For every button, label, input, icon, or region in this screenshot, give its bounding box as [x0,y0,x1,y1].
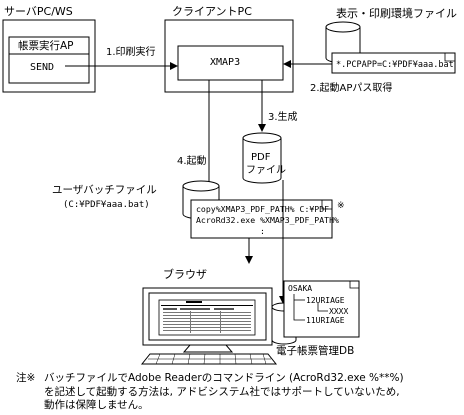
batch-content-box [190,199,333,239]
db-child-1: 12URIAGE [306,296,345,305]
config-title: 表示・印刷環境ファイル [336,6,457,20]
xmap3-label: XMAP3 [210,57,240,68]
send-label: SEND [30,62,54,73]
step4-label: 4.起動 [177,154,207,167]
batch-path: (C:¥PDF¥aaa.bat) [63,200,150,210]
batch-line-2: AcroRd32.exe %XMAP3_PDF_PATH% [196,215,339,225]
batch-note-mark: ※ [337,201,345,211]
db-title: 電子帳票管理DB [276,344,354,357]
computer-keyboard [140,353,278,365]
report-ap-label: 帳票実行AP [18,39,74,52]
config-entry-box [331,52,456,74]
pdf-file-label: ファイル [246,165,286,176]
computer-monitor [142,287,273,353]
client-box [164,19,294,93]
db-tree-box [283,280,360,338]
client-title: クライアントPC [172,5,252,18]
batch-line-3: : [260,226,265,236]
batch-title: ユーザバッチファイル [52,184,157,196]
step2-label: 2.起動APパス取得 [310,81,392,94]
config-entry: *.PCPAPP=C:¥PDF¥aaa.bat [336,60,454,70]
db-child-2: 11URIAGE [306,316,345,325]
pdf-cylinder [242,132,282,184]
step3-label: 3.生成 [268,110,298,123]
server-box [2,19,96,93]
step1-label: 1.印刷実行 [106,45,156,58]
browser-title: ブラウザ [163,267,207,281]
footnote-line-2: を記述して起動する方法は, アドビシステム社ではサポートしていないため, [44,385,400,398]
pdf-label: PDF [251,152,271,163]
footnote-line-3: 動作は保障しません。 [44,399,149,411]
db-root: OSAKA [288,284,312,293]
footnote: 注※ バッチファイルでAdobe Readerのコマンドライン (AcroRd3… [16,372,454,413]
batch-line-1: copy%XMAP3_PDF_PATH% C:¥PDF [196,204,329,214]
db-grandchild: XXXX [329,307,348,316]
footnote-mark: 注※ [16,372,36,384]
server-title: サーバPC/WS [4,5,73,18]
footnote-line-1: バッチファイルでAdobe Readerのコマンドライン (AcroRd32.e… [44,372,404,384]
